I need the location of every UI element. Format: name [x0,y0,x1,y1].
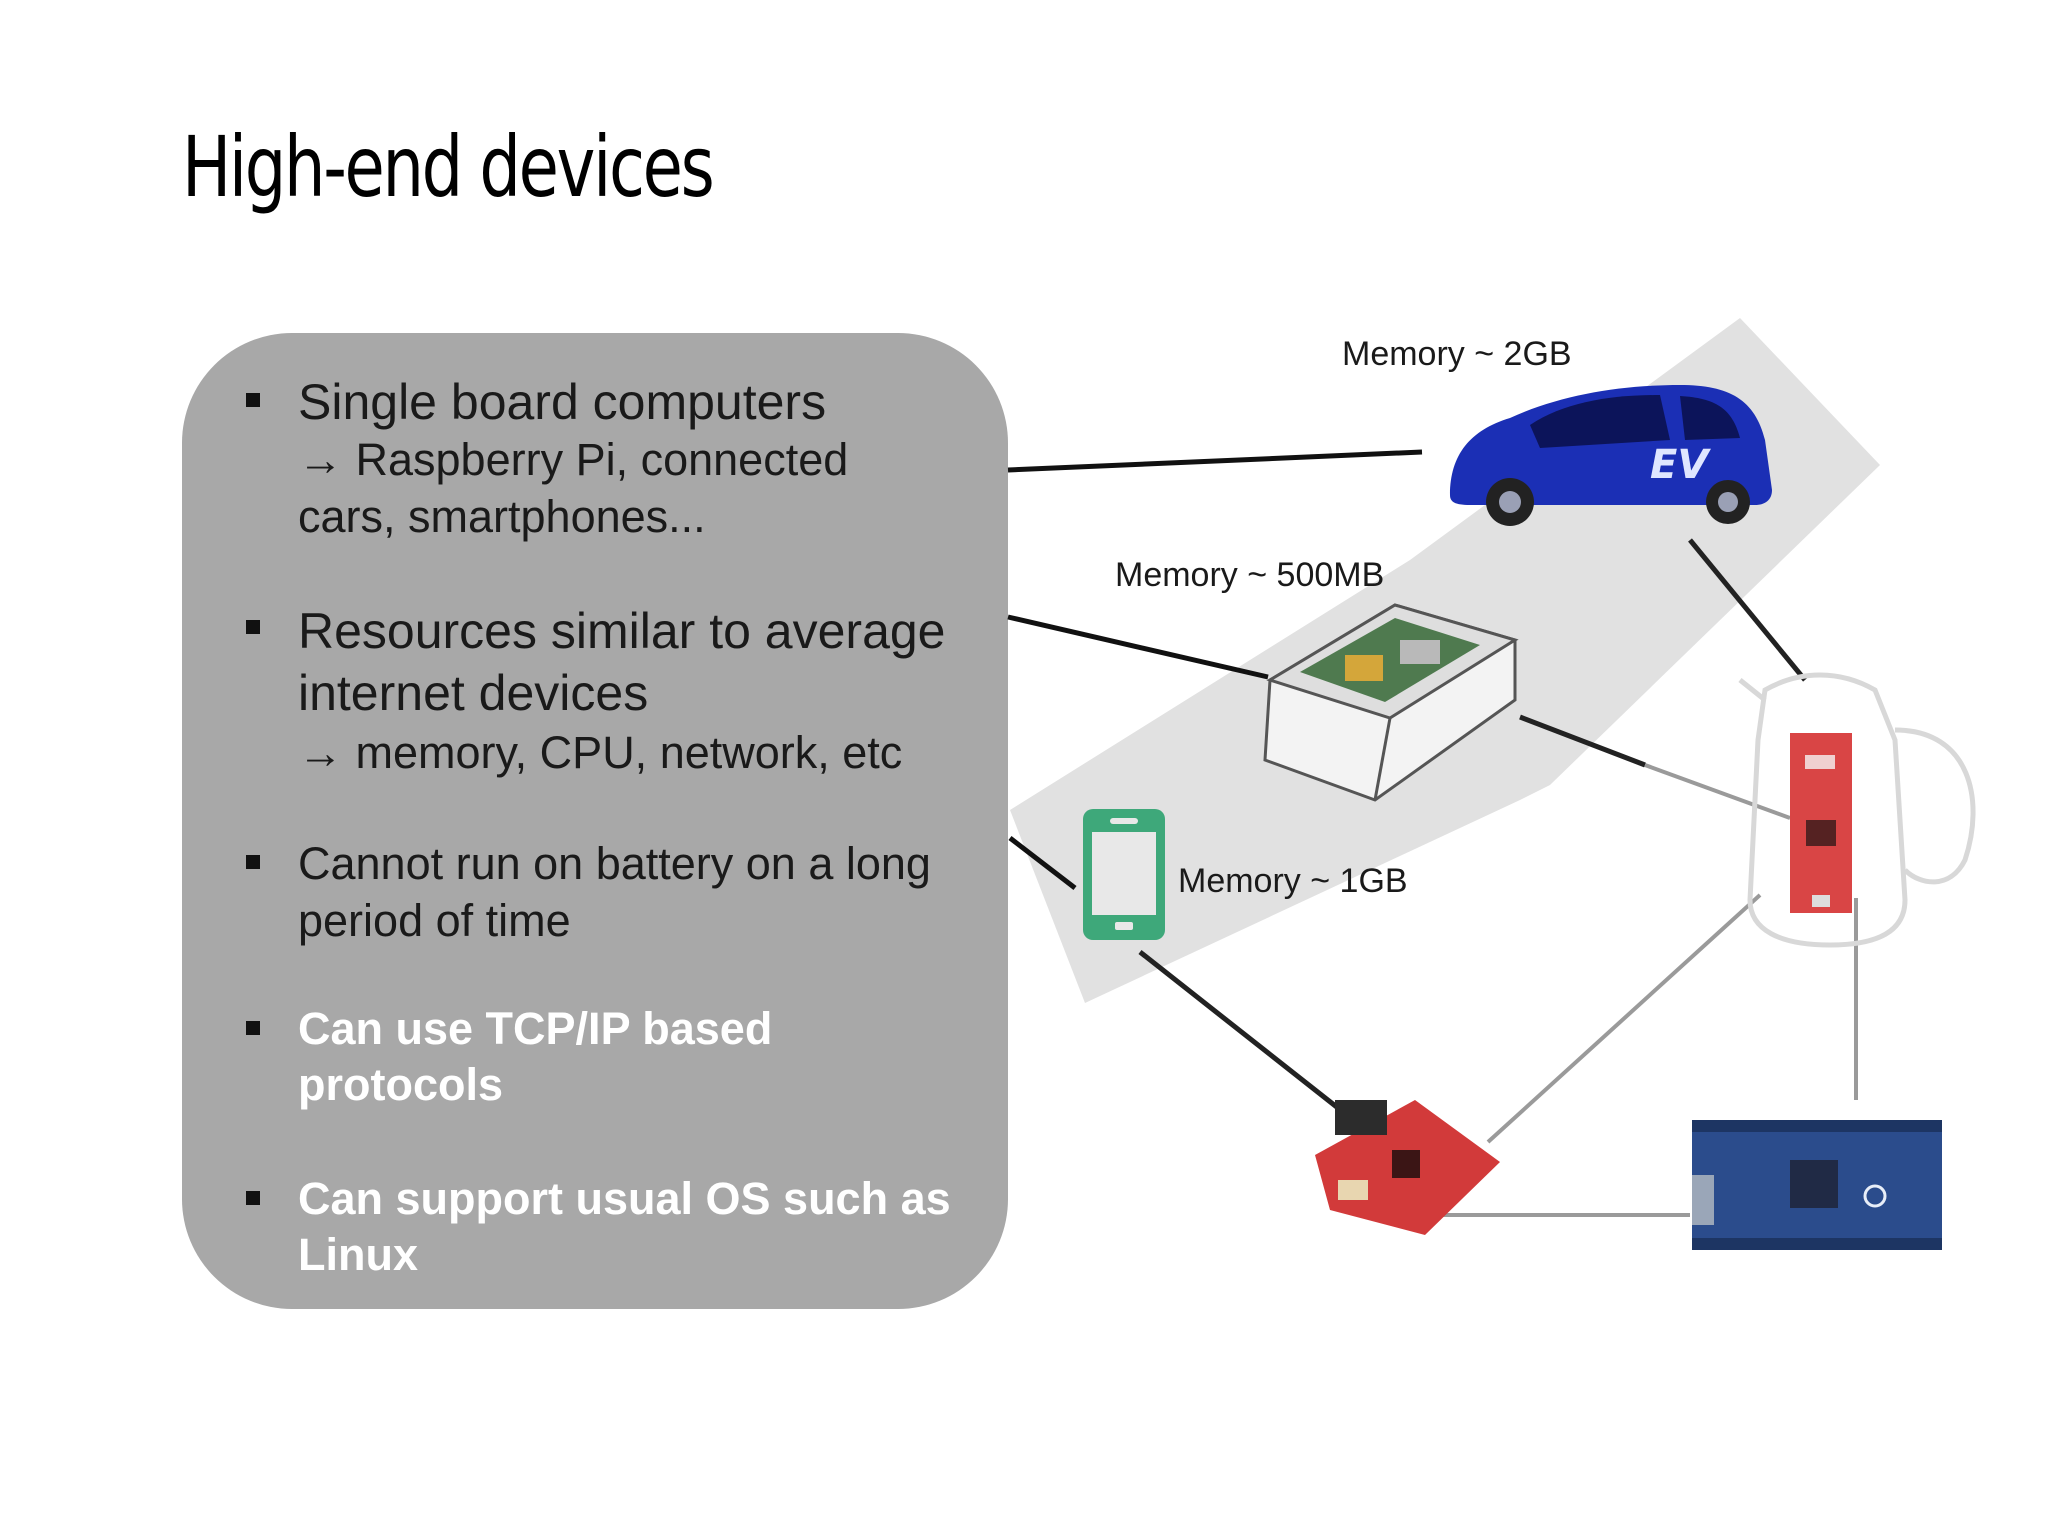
bullet-marker [246,1191,260,1205]
kettle-image [1738,672,1976,948]
link-pi-kettle-dark [1519,714,1646,768]
smartphone-memory-label: Memory ~ 1GB [1178,862,1408,900]
arduino-board-image [1692,1120,1942,1250]
bullet-sub: → memory, CPU, network, etc [298,727,903,778]
sensor-board-image [1315,1100,1500,1235]
slide-title: High-end devices [182,118,715,216]
link-car-kettle [1688,538,1807,682]
svg-text:EV: EV [1650,442,1711,488]
bullet-marker [246,393,260,407]
bullet-marker [246,1021,260,1035]
car-image: EV [1450,385,1772,526]
bullet-sub: → Raspberry Pi, connected cars, smartpho… [298,434,849,542]
link-phone-board [1138,950,1340,1110]
bullet-box: Single board computers → Raspberry Pi, c… [182,333,1008,1309]
bullet-main: Single board computers [298,374,827,430]
bullet-main: Can support usual OS such as Linux [298,1173,951,1280]
bullet-main: Resources similar to average internet de… [298,603,946,721]
raspberry-pi-image [1263,603,1519,802]
link-pi-kettle-light [1644,763,1791,820]
link-board-kettle [1486,893,1762,1144]
car-memory-label: Memory ~ 2GB [1342,335,1572,373]
bullet-main: Cannot run on battery on a long period o… [298,838,931,946]
bullet-main: Can use TCP/IP based protocols [298,1003,773,1110]
bullet-marker [246,855,260,869]
connector-car [1007,449,1423,473]
smartphone-icon [1083,809,1165,940]
connector-raspberry-pi [1007,614,1269,680]
connector-smartphone [1008,836,1077,890]
raspberry-pi-memory-label: Memory ~ 500MB [1115,556,1384,594]
bullet-marker [246,620,260,634]
